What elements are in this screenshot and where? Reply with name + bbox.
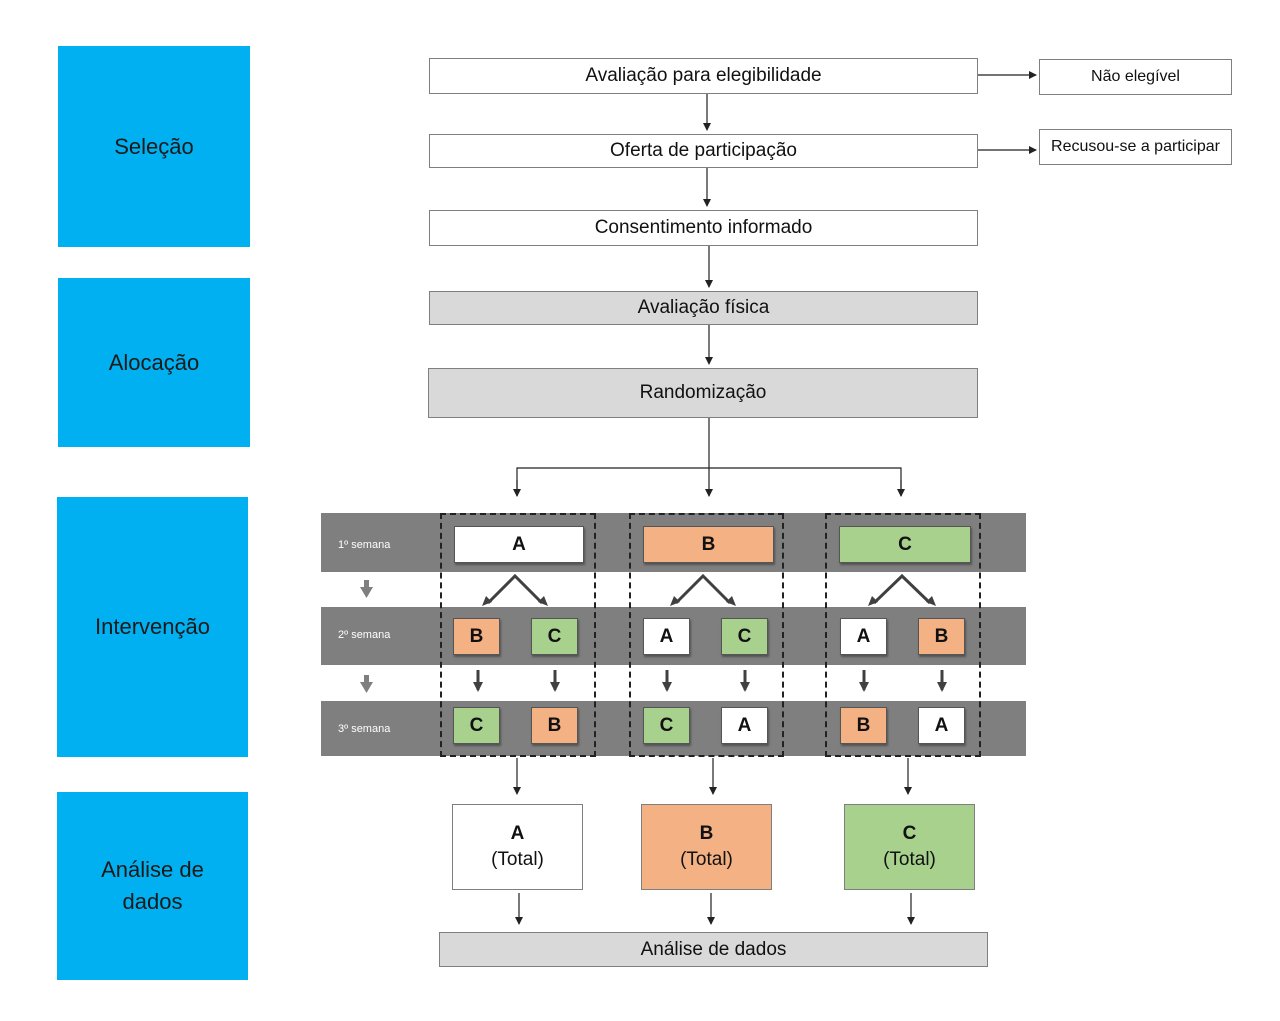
avaliacao-fisica-box: Avaliação física bbox=[429, 291, 978, 325]
total-c-label: (Total) bbox=[883, 849, 936, 870]
group-c-week2-cell-1: A bbox=[840, 618, 887, 655]
group-b-week2-cell-1: A bbox=[643, 618, 690, 655]
week-label-1: 1º semana bbox=[338, 539, 391, 551]
group-c-week3-cell-1: B bbox=[840, 707, 887, 744]
group-b-week1-cell: B bbox=[643, 526, 774, 563]
group-b-week3-cell-2: A bbox=[721, 707, 768, 744]
total-b-label: (Total) bbox=[680, 849, 733, 870]
group-a-week2-cell-2: C bbox=[531, 618, 578, 655]
stage-selecao: Seleção bbox=[58, 46, 250, 247]
total-c-box: C (Total) bbox=[844, 804, 975, 890]
group-c-week2-cell-2: B bbox=[918, 618, 965, 655]
group-b-outline bbox=[629, 513, 784, 757]
week-arrow-2-stem bbox=[364, 675, 369, 683]
week-arrow-1-stem bbox=[364, 580, 369, 588]
consentimento-box: Consentimento informado bbox=[429, 210, 978, 246]
analise-dados-box: Análise de dados bbox=[439, 932, 988, 967]
week-arrow-1-head bbox=[360, 587, 373, 598]
stage-alocacao: Alocação bbox=[58, 278, 250, 447]
total-a-label: (Total) bbox=[491, 849, 544, 870]
stage-analise: Análise de dados bbox=[57, 792, 248, 980]
total-b-letter: B bbox=[699, 823, 714, 844]
recusou-box: Recusou-se a participar bbox=[1039, 129, 1232, 165]
group-c-week3-cell-2: A bbox=[918, 707, 965, 744]
total-b-box: B (Total) bbox=[641, 804, 772, 890]
elegibilidade-box: Avaliação para elegibilidade bbox=[429, 58, 978, 94]
group-a-week3-cell-2: B bbox=[531, 707, 578, 744]
total-a-letter: A bbox=[510, 823, 525, 844]
group-c-outline bbox=[825, 513, 981, 757]
randomizacao-box: Randomização bbox=[428, 368, 978, 418]
oferta-box: Oferta de participação bbox=[429, 134, 978, 168]
stage-intervencao: Intervenção bbox=[57, 497, 248, 757]
group-a-week1-cell: A bbox=[454, 526, 584, 563]
group-a-outline bbox=[440, 513, 596, 757]
week-arrow-2-head bbox=[360, 682, 373, 693]
group-c-week1-cell: C bbox=[839, 526, 971, 563]
group-a-week2-cell-1: B bbox=[453, 618, 500, 655]
group-b-week2-cell-2: C bbox=[721, 618, 768, 655]
total-c-letter: C bbox=[902, 823, 917, 844]
week-label-2: 2º semana bbox=[338, 629, 391, 641]
week-label-3: 3º semana bbox=[338, 723, 391, 735]
total-a-box: A (Total) bbox=[452, 804, 583, 890]
nao-elegivel-box: Não elegível bbox=[1039, 59, 1232, 95]
group-b-week3-cell-1: C bbox=[643, 707, 690, 744]
group-a-week3-cell-1: C bbox=[453, 707, 500, 744]
